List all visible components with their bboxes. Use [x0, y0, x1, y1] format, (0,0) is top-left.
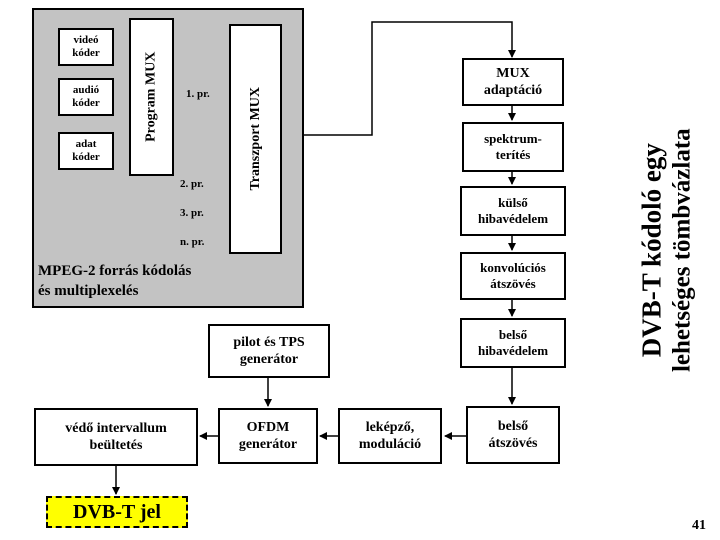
program-n-label: n. pr. — [180, 236, 205, 248]
mux-adaptation-box: MUX adaptáció — [462, 58, 564, 106]
pilot-tps-generator-box: pilot és TPS generátor — [208, 324, 330, 378]
spectrum-spreading-box: spektrum- terítés — [462, 122, 564, 172]
video-coder-box: videó kóder — [58, 28, 114, 66]
side-title-line1: DVB-T kódoló egy — [636, 142, 667, 358]
side-title-line2: lehetséges tömbvázlata — [669, 128, 697, 372]
dvbt-output-box: DVB-T jel — [46, 496, 188, 528]
arrow-tmux-to-adapt — [282, 21, 516, 136]
program-mux-label: Program MUX — [143, 51, 159, 143]
program-2-label: 2. pr. — [180, 178, 204, 190]
mpeg-panel-title: MPEG-2 forrás kódolás és multiplexelés — [38, 263, 192, 299]
inner-protection-box: belső hibavédelem — [460, 318, 566, 368]
data-coder-box: adat kóder — [58, 132, 114, 170]
guard-interval-box: védő intervallum beültetés — [34, 408, 198, 466]
side-title: DVB-T kódoló egy lehetséges tömbvázlata — [622, 60, 712, 440]
page-number: 41 — [692, 518, 706, 533]
outer-protection-box: külső hibavédelem — [460, 186, 566, 236]
transport-mux-box: Transzport MUX — [229, 24, 282, 254]
audio-coder-box: audió kóder — [58, 78, 114, 116]
mapper-modulation-box: leképző, moduláció — [338, 408, 442, 464]
program-1-label: 1. pr. — [186, 88, 210, 100]
ofdm-generator-box: OFDM generátor — [218, 408, 318, 464]
convolutional-interleave-box: konvolúciós átszövés — [460, 252, 566, 300]
program-3-label: 3. pr. — [180, 207, 204, 219]
inner-interleave-box: belső átszövés — [466, 406, 560, 464]
program-mux-box: Program MUX — [129, 18, 174, 176]
transport-mux-label: Transzport MUX — [247, 87, 263, 191]
